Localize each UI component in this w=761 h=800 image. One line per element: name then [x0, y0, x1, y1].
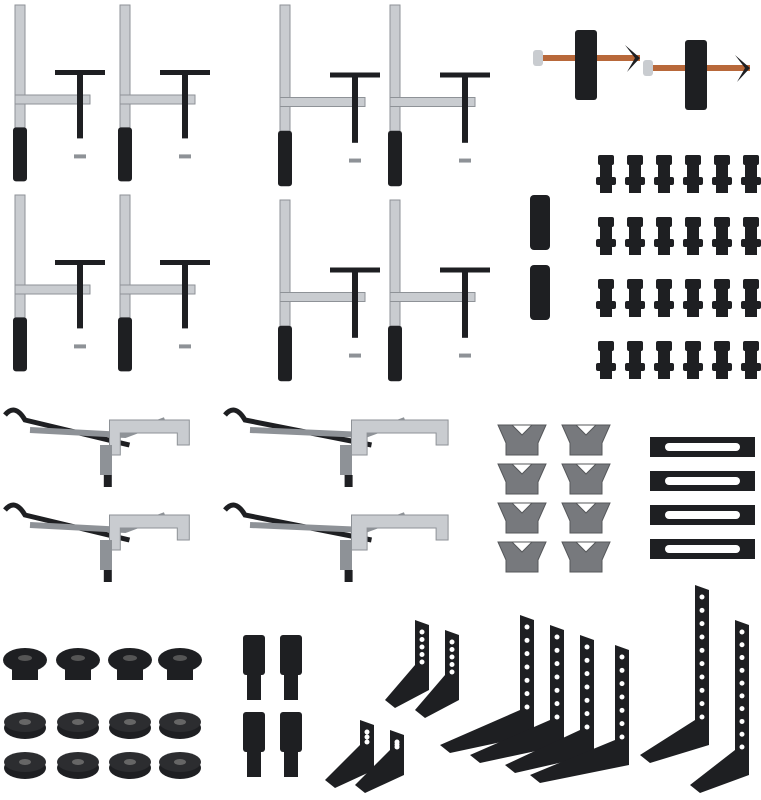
- v-block-icon: [497, 463, 547, 495]
- washer-icon: [3, 648, 47, 680]
- angle-bracket-icon: [355, 730, 404, 793]
- bolt-icon: [654, 155, 674, 193]
- bolt-icon: [712, 155, 732, 193]
- v-block-icon: [561, 424, 611, 456]
- angle-bracket-icon: [690, 620, 749, 793]
- bar-clamp-icon: [13, 194, 105, 372]
- angle-bracket-icon: [325, 720, 374, 788]
- washer-icon: [159, 712, 201, 739]
- bolt-icon: [654, 217, 674, 255]
- washer-icon: [159, 752, 201, 779]
- v-block-icon: [561, 502, 611, 534]
- bolt-icon: [712, 341, 732, 379]
- screw-stop-icon: [533, 30, 640, 100]
- washer-icon: [57, 752, 99, 779]
- v-block-icon: [497, 502, 547, 534]
- v-block-icon: [497, 424, 547, 456]
- screw-stop-icon: [643, 40, 750, 110]
- v-block-icon: [497, 541, 547, 573]
- angle-bracket-icon: [440, 615, 534, 753]
- slotted-plate-icon: [650, 539, 755, 559]
- v-block-icon: [561, 463, 611, 495]
- bolt-icon: [596, 279, 616, 317]
- pin-icon: [530, 195, 550, 250]
- bolt-icon: [683, 217, 703, 255]
- angle-bracket-icon: [415, 630, 459, 718]
- angle-bracket-icon: [470, 625, 564, 763]
- washer-icon: [57, 712, 99, 739]
- bolt-icon: [596, 155, 616, 193]
- v-block-icon: [561, 541, 611, 573]
- bar-clamp-icon: [388, 199, 490, 382]
- bolt-icon: [741, 217, 761, 255]
- locking-clamp-icon: [3, 407, 190, 487]
- bolt-icon: [625, 155, 645, 193]
- bolt-icon: [596, 217, 616, 255]
- bar-clamp-icon: [278, 199, 380, 382]
- stop-pin-icon: [243, 712, 265, 777]
- slotted-plate-icon: [650, 505, 755, 525]
- bolt-icon: [596, 341, 616, 379]
- bolt-icon: [625, 279, 645, 317]
- bolt-icon: [712, 279, 732, 317]
- bar-clamp-icon: [388, 4, 490, 187]
- washer-icon: [108, 648, 152, 680]
- washer-icon: [109, 752, 151, 779]
- bolt-icon: [741, 279, 761, 317]
- bolt-icon: [654, 279, 674, 317]
- slotted-plate-icon: [650, 471, 755, 491]
- washer-icon: [4, 712, 46, 739]
- bolt-icon: [683, 155, 703, 193]
- stop-pin-icon: [280, 712, 302, 777]
- slotted-plate-icon: [650, 437, 755, 457]
- washer-icon: [4, 752, 46, 779]
- washer-icon: [109, 712, 151, 739]
- angle-bracket-icon: [385, 620, 429, 708]
- bar-clamp-icon: [13, 4, 105, 182]
- angle-bracket-icon: [505, 635, 594, 773]
- stop-pin-icon: [280, 635, 302, 700]
- bar-clamp-icon: [118, 4, 210, 182]
- bolt-icon: [625, 341, 645, 379]
- bar-clamp-icon: [278, 4, 380, 187]
- bolt-icon: [683, 341, 703, 379]
- bolt-icon: [741, 155, 761, 193]
- pin-icon: [530, 265, 550, 320]
- angle-bracket-icon: [530, 645, 629, 783]
- bolt-icon: [712, 217, 732, 255]
- washer-icon: [158, 648, 202, 680]
- locking-clamp-icon: [3, 502, 190, 582]
- bar-clamp-icon: [118, 194, 210, 372]
- bolt-icon: [683, 279, 703, 317]
- angle-bracket-icon: [640, 585, 709, 763]
- locking-clamp-icon: [223, 407, 449, 487]
- bolt-icon: [654, 341, 674, 379]
- stop-pin-icon: [243, 635, 265, 700]
- locking-clamp-icon: [223, 502, 449, 582]
- washer-icon: [56, 648, 100, 680]
- bolt-icon: [741, 341, 761, 379]
- bolt-icon: [625, 217, 645, 255]
